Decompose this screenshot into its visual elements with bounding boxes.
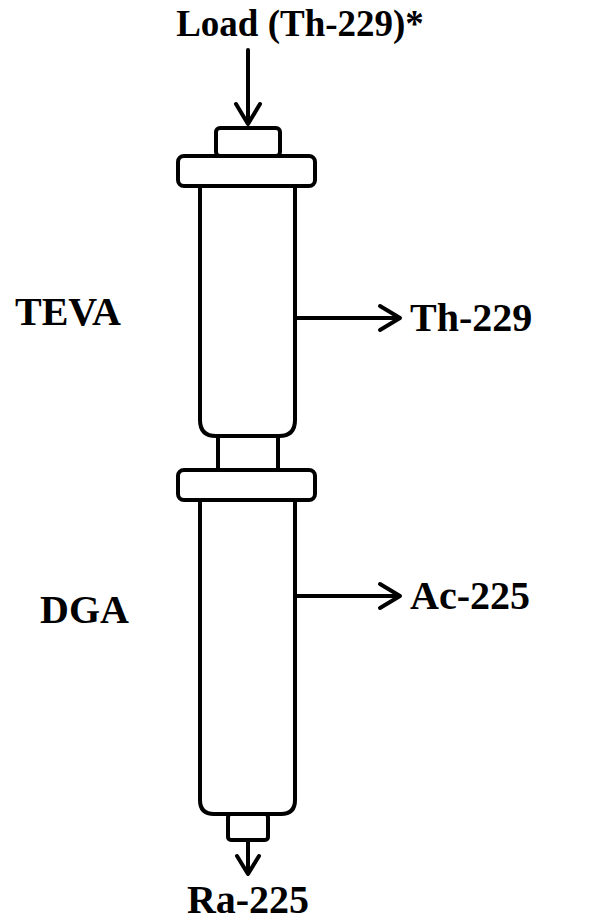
stream-label: Th-229 [410, 296, 532, 340]
column-outline [10, 468, 320, 842]
resin-column: TEVA [10, 126, 320, 438]
resin-column: DGA [10, 468, 320, 842]
stream-label: Ac-225 [410, 574, 530, 618]
arrow-head [380, 306, 400, 330]
column-connector [218, 436, 278, 470]
column-body [200, 500, 295, 814]
column-outline [10, 126, 320, 438]
arrow-head [237, 856, 259, 874]
arrow-line [297, 316, 398, 320]
column-label: TEVA [15, 290, 121, 334]
column-part [178, 156, 315, 186]
arrow-head [236, 104, 260, 124]
arrow-head [380, 584, 400, 608]
stream-label: Load (Th-229)* [176, 4, 424, 45]
column-body [200, 186, 295, 436]
column-part [178, 470, 315, 500]
column-part [216, 128, 280, 156]
column-part [228, 814, 268, 840]
arrow-line [246, 50, 250, 122]
column-label: DGA [40, 588, 129, 632]
stream-label: Ra-225 [187, 878, 309, 922]
arrow-line [297, 594, 398, 598]
arrow-line [246, 842, 250, 872]
